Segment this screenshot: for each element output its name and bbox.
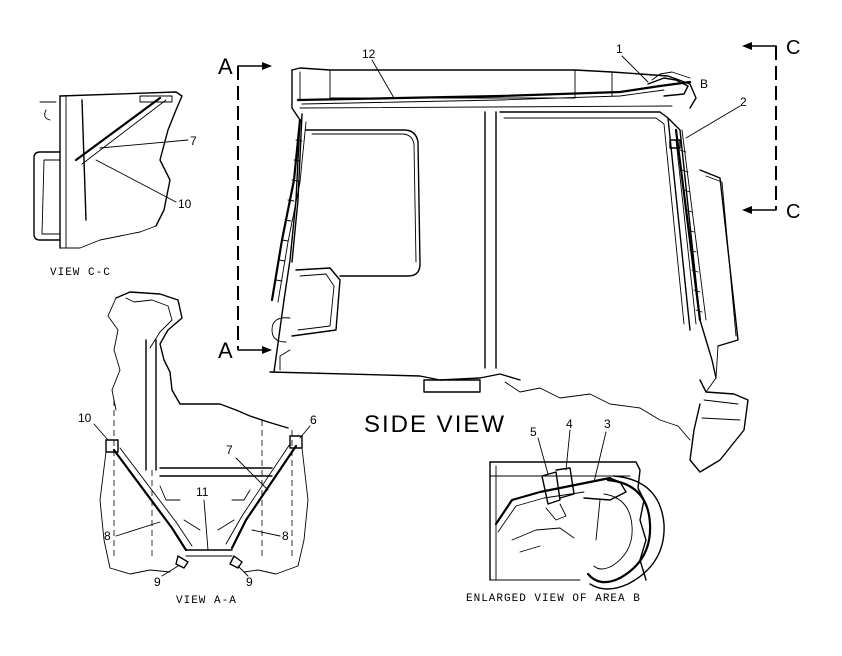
aa-callout-8-right: 8 (282, 529, 289, 543)
cc-callout-10: 10 (178, 197, 192, 211)
callout-2: 2 (740, 95, 747, 109)
b-callout-4: 4 (566, 417, 573, 431)
view-area-b-caption: ENLARGED VIEW OF AREA B (466, 593, 641, 605)
b-callout-3: 3 (604, 417, 611, 431)
side-view-title: SIDE VIEW (364, 411, 506, 438)
area-b-letter: B (700, 77, 708, 91)
callout-1: 1 (616, 42, 623, 56)
aa-callout-9-left: 9 (154, 575, 161, 589)
view-cc-caption: VIEW C-C (50, 267, 111, 279)
view-cc: 7 10 VIEW C-C (33, 91, 197, 279)
aa-callout-11: 11 (196, 485, 209, 499)
view-aa: 10 6 7 11 8 8 9 9 VIEW A-A (78, 291, 317, 607)
section-c-top-label: C (786, 37, 800, 59)
section-a-top-label: A (218, 54, 233, 79)
side-view-cab (269, 67, 749, 473)
side-view-callouts: 12 1 B 2 (362, 42, 747, 139)
aa-callout-7: 7 (226, 443, 233, 457)
cc-callout-7: 7 (190, 134, 197, 148)
section-a-bottom-label: A (218, 338, 233, 363)
section-c-bottom-label: C (786, 201, 800, 223)
section-marker-c: C C (742, 37, 800, 223)
enlarged-view-area-b: 5 4 3 ENLARGED VIEW OF AREA B (466, 417, 665, 605)
aa-callout-8-left: 8 (104, 529, 111, 543)
aa-callout-9-right: 9 (246, 575, 253, 589)
callout-12: 12 (362, 47, 376, 61)
b-callout-5: 5 (530, 425, 537, 439)
section-marker-a: A A (218, 54, 272, 363)
view-aa-caption: VIEW A-A (176, 595, 237, 607)
aa-callout-10: 10 (78, 411, 92, 425)
aa-callout-6: 6 (310, 413, 317, 427)
